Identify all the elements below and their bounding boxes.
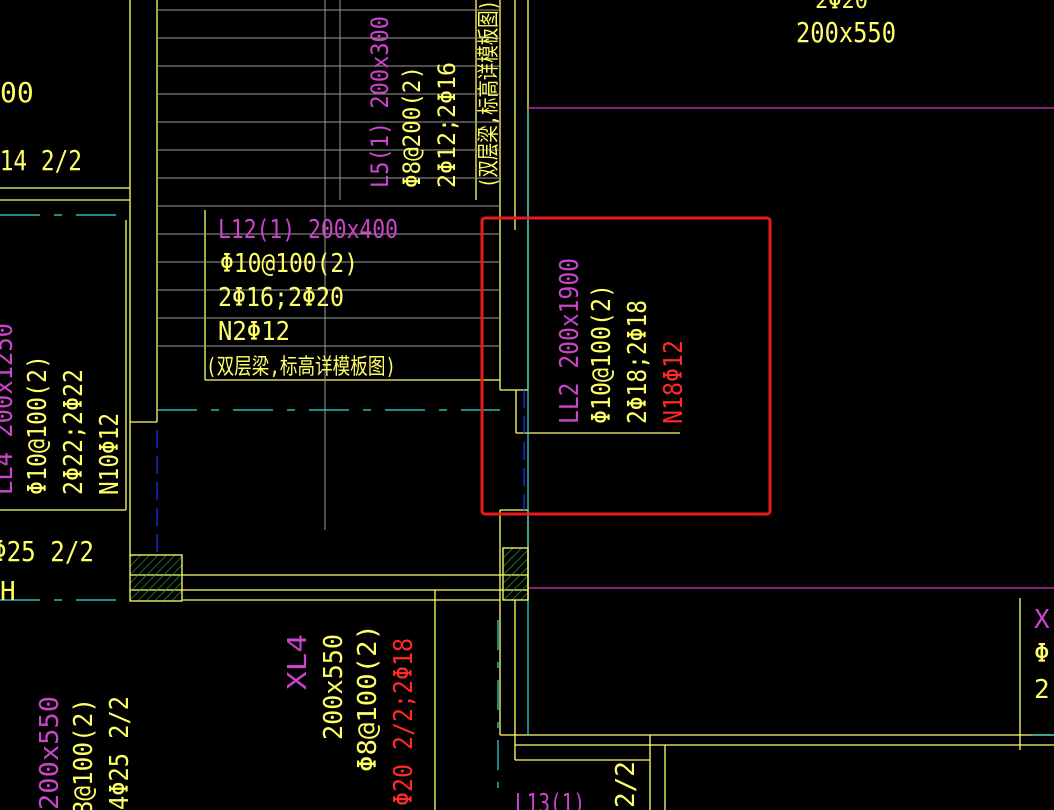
hatched-columns	[129, 547, 529, 602]
ll2-rebar: 2Φ18;2Φ18	[623, 300, 653, 424]
ll4-rebar: 2Φ22;2Φ22	[59, 369, 89, 495]
right-x-label: X	[1034, 605, 1050, 635]
bottom-left-size: 200x550	[35, 696, 65, 810]
ll2-stirrup: Φ10@100(2)	[587, 284, 617, 424]
l12-note: (双层梁,标高详模板图)	[206, 355, 396, 380]
top-right-partial-label: 2Φ20	[815, 0, 868, 14]
l12-name: L12(1) 200x400	[218, 215, 398, 245]
beam-l5-label[interactable]: L5(1) 200x300 Φ8@200(2) 2Φ12;2Φ16 (双层梁,标…	[366, 0, 502, 188]
beam-xl4-label[interactable]: XL4 200x550 Φ8@100(2) Φ20 2/2;2Φ18	[283, 624, 419, 806]
ll4-stirrup: Φ10@100(2)	[23, 355, 53, 495]
top-right-size-label: 200x550	[796, 16, 896, 49]
beam-l12-label[interactable]: L12(1) 200x400 Φ10@100(2) 2Φ16;2Φ20 N2Φ1…	[206, 215, 398, 380]
xl4-name: XL4	[283, 634, 313, 690]
left-rebar-14-label: Φ14 2/2	[0, 144, 82, 177]
beam-ll2-label[interactable]: LL2 200x1900 Φ10@100(2) 2Φ18;2Φ18 N18Φ12	[555, 258, 689, 424]
bottom-left-stirrup: Φ8@100(2)	[69, 698, 99, 810]
left-h-mark: H	[0, 577, 16, 607]
bottom-left-rebar: 4Φ25 2/2	[105, 696, 135, 810]
right-phi-label: Φ	[1034, 639, 1050, 669]
left-rebar-25-label: Φ25 2/2	[0, 535, 94, 568]
highlight-box	[480, 216, 772, 516]
l13-label: L13(1)	[515, 789, 585, 810]
cyan-axis-lines	[0, 110, 1054, 800]
ll2-name: LL2 200x1900	[555, 258, 585, 424]
beam-bottom-left-label[interactable]: 200x550 Φ8@100(2) 4Φ25 2/2	[35, 696, 135, 810]
ll4-side: N10Φ12	[95, 413, 125, 495]
l5-rebar: 2Φ12;2Φ16	[433, 62, 461, 188]
stair-tread-lines	[157, 0, 500, 530]
l5-stirrup: Φ8@200(2)	[398, 66, 426, 188]
ll4-name: LL4 200x1250	[0, 323, 19, 495]
xl4-rebar: Φ20 2/2;2Φ18	[389, 638, 419, 806]
l5-note: (双层梁,标高详模板图)	[477, 0, 502, 188]
magenta-boundary-lines	[528, 107, 1054, 589]
beam-ll4-label[interactable]: LL4 200x1250 Φ10@100(2) 2Φ22;2Φ22 N10Φ12	[0, 323, 125, 495]
l5-name: L5(1) 200x300	[366, 16, 394, 188]
xl4-stirrup: Φ8@100(2)	[353, 624, 383, 772]
ll2-side: N18Φ12	[659, 340, 689, 424]
right-2-label: 2	[1034, 675, 1050, 705]
xl4-size: 200x550	[319, 634, 349, 740]
l12-stirrup: Φ10@100(2)	[220, 249, 358, 279]
blue-hidden-lines	[156, 390, 525, 555]
bottom-partial-label: 2/2	[611, 761, 641, 808]
l12-side: N2Φ12	[218, 317, 290, 347]
left-size-partial-label: 00	[0, 76, 34, 109]
l12-rebar: 2Φ16;2Φ20	[218, 283, 344, 313]
